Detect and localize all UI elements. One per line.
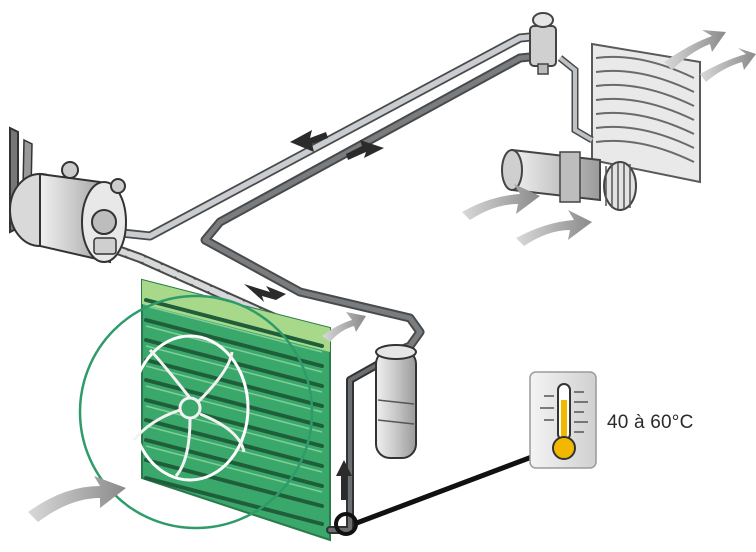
receiver-drier — [375, 344, 417, 459]
liquid-line — [200, 51, 545, 357]
compressor — [9, 126, 127, 264]
evaporator — [557, 42, 701, 184]
blower-fan — [501, 148, 637, 211]
measurement-point — [334, 449, 546, 536]
temperature-label: 40 à 60°C — [607, 412, 694, 433]
airflow-arrow-icon — [322, 312, 366, 342]
airflow-arrow-icon — [664, 30, 726, 70]
airflow-arrow-icon — [700, 48, 756, 82]
flow-direction-arrow-icon — [290, 130, 328, 152]
airflow-arrow-icon — [462, 184, 540, 220]
flow-direction-arrow-icon — [244, 284, 286, 302]
airflow-arrow-icon — [28, 476, 126, 522]
flow-direction-arrow-icon — [336, 460, 352, 500]
expansion-valve — [529, 12, 557, 75]
condenser-outlet-line — [326, 358, 386, 534]
flow-direction-arrow-icon — [346, 140, 384, 160]
condenser-highlight-circle — [78, 294, 314, 530]
airflow-arrow-icon — [516, 210, 592, 246]
condenser — [141, 278, 331, 542]
condenser-fan — [130, 334, 250, 482]
thermometer-icon — [529, 371, 597, 469]
